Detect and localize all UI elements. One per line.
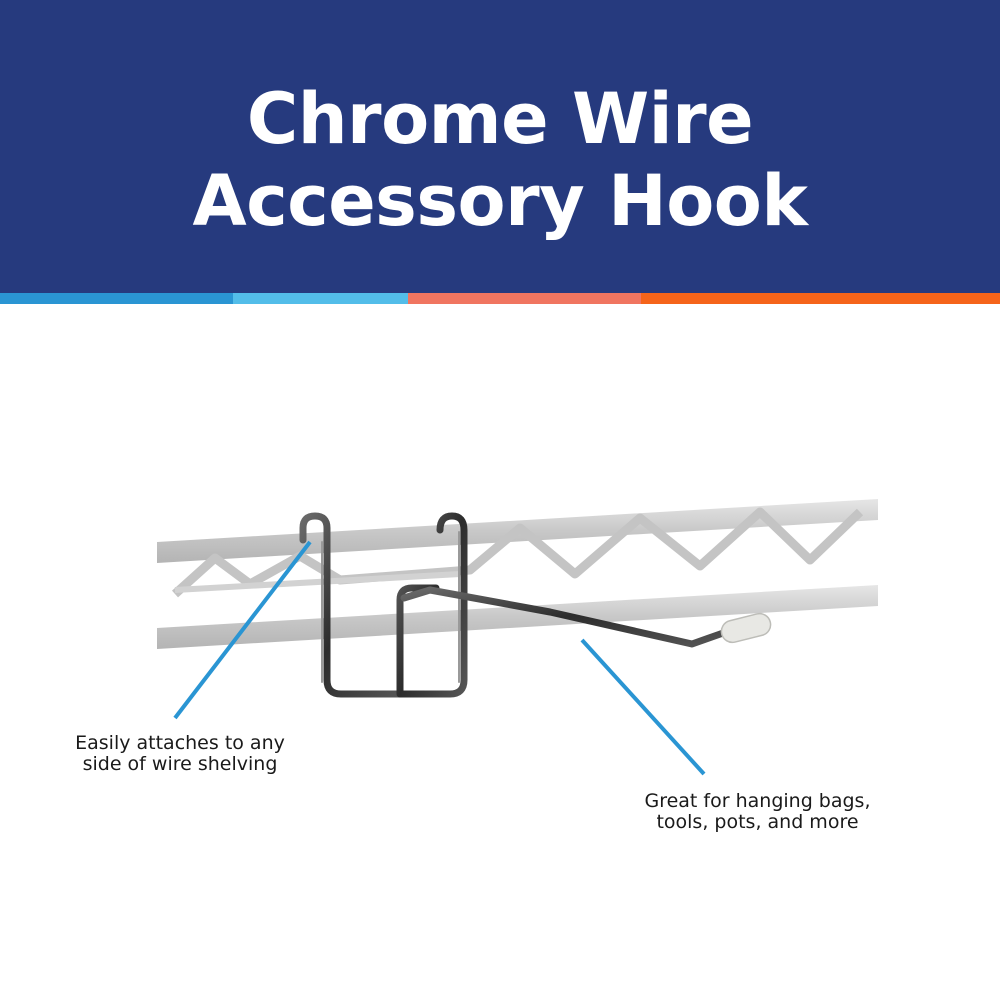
hook-right-clip (396, 512, 468, 698)
title-line-2: Accessory Hook (192, 160, 808, 242)
page-title: Chrome Wire Accessory Hook (0, 78, 1000, 242)
callout-right-line-2: tools, pots, and more (656, 811, 859, 833)
callout-line-left (173, 540, 312, 720)
title-banner: Chrome Wire Accessory Hook (0, 0, 1000, 293)
wire-shelf (157, 499, 878, 649)
stripe-segment-orange (641, 293, 1000, 304)
stripe-segment-coral (408, 293, 641, 304)
hook-rod (400, 586, 730, 648)
hook-left-clip (299, 512, 404, 698)
callout-line-right (580, 638, 706, 776)
callout-attaches: Easily attaches to any side of wire shel… (40, 733, 320, 775)
callout-left-line-1: Easily attaches to any (75, 732, 285, 754)
accessory-hook (299, 512, 772, 698)
callout-left-line-2: side of wire shelving (82, 753, 278, 775)
hook-illustration (157, 499, 878, 776)
title-line-1: Chrome Wire (246, 78, 754, 160)
accent-stripe (0, 293, 1000, 304)
hook-tip-cap (720, 612, 772, 644)
stripe-segment-light-blue (233, 293, 408, 304)
callout-right-line-1: Great for hanging bags, (644, 790, 871, 812)
callout-hanging: Great for hanging bags, tools, pots, and… (600, 791, 915, 833)
stripe-segment-blue (0, 293, 233, 304)
shelf-bottom-rail (157, 585, 878, 649)
